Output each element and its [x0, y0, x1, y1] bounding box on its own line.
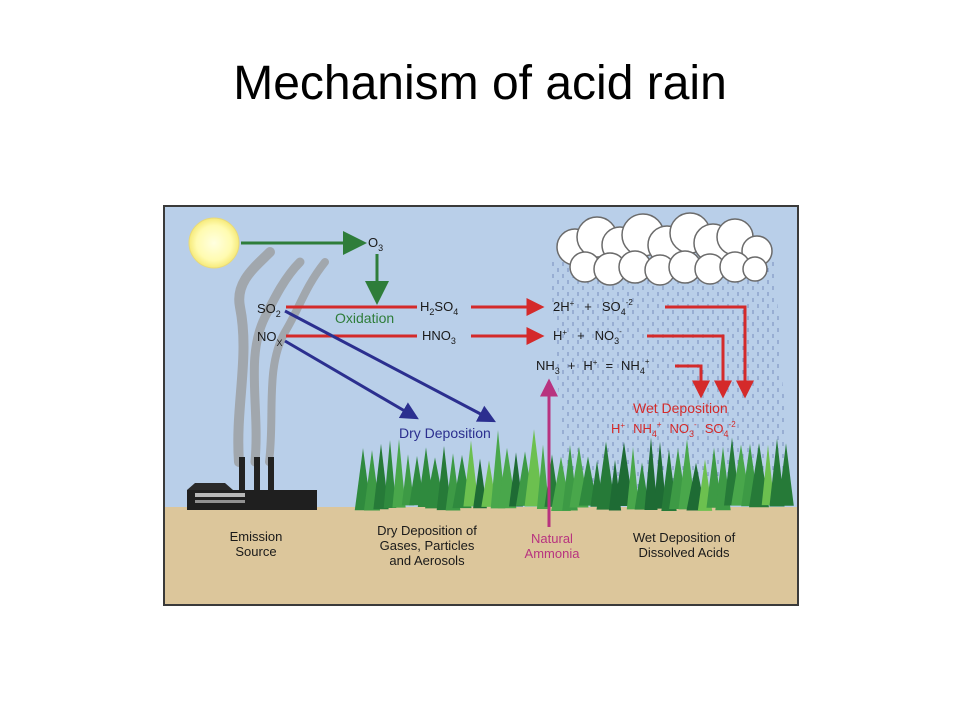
forest	[354, 429, 794, 511]
wet-deposition-acids-label-1: Wet Deposition of	[633, 530, 736, 545]
tree	[614, 442, 634, 506]
dry-deposition-label: Dry Deposition	[399, 425, 491, 441]
natural-ammonia-label-1: Natural	[531, 531, 573, 546]
dry-deposition-gases-label-3: and Aerosols	[389, 553, 465, 568]
sun-icon	[188, 217, 240, 269]
tree	[524, 429, 544, 507]
tree	[644, 437, 658, 511]
smoke-plumes	[233, 247, 329, 467]
nh4-to-wet-arrow	[675, 364, 710, 399]
tree	[463, 440, 479, 507]
rain-area	[550, 262, 790, 497]
equation-nitric: H++NO3-	[553, 327, 622, 346]
tree	[436, 445, 452, 511]
equation-sulfuric: 2H++SO4-2	[553, 298, 633, 317]
tree	[373, 443, 389, 510]
equation-ammonia: NH3+H+=NH4+	[536, 357, 650, 376]
nox-dry-deposition-arrow	[284, 339, 419, 420]
emission-source-label-2: Source	[235, 544, 276, 559]
slide-title: Mechanism of acid rain	[233, 57, 727, 110]
so2-label: SO2	[257, 301, 281, 319]
tree	[401, 454, 415, 506]
natural-ammonia-label-2: Ammonia	[525, 546, 581, 561]
dry-deposition-gases-label-2: Gases, Particles	[380, 538, 475, 553]
tree	[596, 441, 616, 510]
wet-deposition-ions: H+NH4+NO3-SO4-2	[611, 420, 736, 439]
oxidation-label: Oxidation	[335, 310, 394, 326]
so2-dry-deposition-arrow	[284, 309, 496, 423]
ozone-label: O3	[368, 235, 383, 253]
so4-to-wet-arrow	[665, 305, 754, 399]
acid-rain-diagram: O3 Oxidation SO2 NOX H2SO4 HNO3 2H++SO4-…	[163, 205, 799, 606]
tree	[536, 444, 550, 510]
dry-deposition-gases-label-1: Dry Deposition of	[377, 523, 477, 538]
tree	[383, 439, 397, 509]
h2so4-label: H2SO4	[420, 299, 458, 317]
tree	[778, 443, 794, 506]
wet-deposition-label: Wet Deposition	[633, 400, 728, 416]
wet-deposition-acids-label-2: Dissolved Acids	[638, 545, 730, 560]
cloud-icon	[556, 212, 773, 286]
diagram-canvas: O3 Oxidation SO2 NOX H2SO4 HNO3 2H++SO4-…	[165, 207, 797, 604]
hno3-label: HNO3	[422, 328, 456, 346]
emission-source-label-1: Emission	[230, 529, 283, 544]
ground	[165, 507, 797, 604]
no3-to-wet-arrow	[647, 334, 732, 399]
tree	[761, 444, 775, 506]
factory-icon	[187, 457, 317, 510]
nox-label: NOX	[257, 329, 283, 348]
tree	[626, 447, 640, 510]
tree	[392, 439, 406, 508]
tree	[653, 441, 667, 509]
